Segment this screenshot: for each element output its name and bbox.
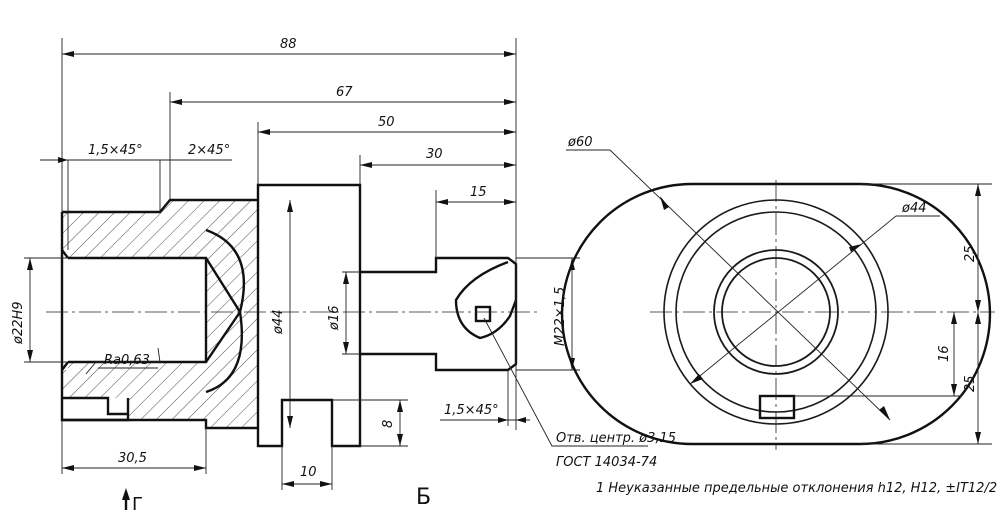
end-dim-d44: ø44 <box>901 201 927 216</box>
center-hole-outline <box>454 260 518 340</box>
dim-15: 15 <box>470 185 487 200</box>
end-dim-25-bottom: 25 <box>963 375 978 392</box>
dim-10: 10 <box>300 465 317 480</box>
key-slot <box>758 394 796 420</box>
dim-flange-diameter: ø44 <box>271 310 286 336</box>
section-mark: Г <box>132 494 143 510</box>
dimensions-section: 88 67 50 30 15 1,5×45° 2×45° <box>11 37 676 510</box>
end-dim-d60: ø60 <box>567 135 593 150</box>
dim-chamfer-left: 1,5×45° <box>88 143 143 158</box>
hatched-section <box>62 200 258 428</box>
dim-30-5: 30,5 <box>118 451 147 466</box>
dim-chamfer-right: 1,5×45° <box>444 403 499 418</box>
view-label: Б <box>416 485 431 510</box>
dim-thread: M22×1,5 <box>553 287 568 346</box>
end-view: ø60 ø44 25 25 16 <box>560 135 995 450</box>
roughness-symbol: Ra0,63 <box>104 353 150 368</box>
bottom-groove <box>62 396 258 430</box>
dim-88: 88 <box>280 37 297 52</box>
callout-standard: ГОСТ 14034-74 <box>556 455 657 470</box>
end-dim-16: 16 <box>937 345 952 362</box>
dim-bore-diameter: ø22H9 <box>11 301 26 345</box>
dim-50: 50 <box>378 115 395 130</box>
center-hole <box>474 305 492 323</box>
dim-67: 67 <box>336 85 353 100</box>
section-view <box>46 183 540 448</box>
dim-30: 30 <box>426 147 443 162</box>
end-dim-25-top: 25 <box>963 245 978 262</box>
dim-8: 8 <box>381 420 396 428</box>
dim-shaft-diameter: ø16 <box>327 306 342 332</box>
general-note: 1 Неуказанные предельные отклонения h12,… <box>596 481 997 496</box>
dim-chamfer-mid: 2×45° <box>188 143 230 158</box>
